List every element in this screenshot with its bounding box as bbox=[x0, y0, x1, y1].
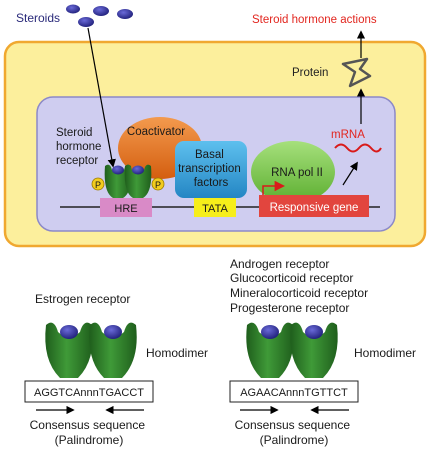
bound-ligand bbox=[60, 325, 78, 339]
receptor-subunit bbox=[290, 322, 338, 378]
receptor-subunit bbox=[124, 164, 152, 198]
receptor-label-line: hormone bbox=[56, 141, 101, 153]
right-receptor-line: Progesterone receptor bbox=[230, 301, 349, 315]
bound-ligand bbox=[104, 325, 122, 339]
right-homodimer bbox=[246, 322, 338, 378]
mrna-strand bbox=[334, 143, 382, 153]
receptor-label-line: Steroid bbox=[56, 127, 92, 139]
bound-ligand bbox=[132, 165, 144, 175]
tata-box bbox=[194, 198, 236, 217]
steroid-molecule bbox=[93, 6, 109, 16]
right-sequence-box bbox=[229, 380, 359, 403]
left-sequence-box bbox=[24, 380, 154, 403]
steroids-label: Steroids bbox=[16, 11, 60, 25]
receptor-subunit bbox=[45, 322, 93, 378]
hre-label: HRE bbox=[114, 203, 137, 215]
left-caption-line: (Palindrome) bbox=[55, 433, 124, 447]
phospho-label: P bbox=[155, 180, 161, 190]
receptor-label-line: receptor bbox=[56, 155, 98, 167]
right-homodimer-label: Homodimer bbox=[354, 346, 416, 360]
receptor-subunit bbox=[104, 164, 132, 198]
left-sequence: AGGTCAnnnTGACCT bbox=[34, 387, 144, 399]
rna-pol-ii bbox=[251, 141, 335, 203]
phospho-label: P bbox=[95, 180, 101, 190]
receptor-label: Steroid hormone receptor bbox=[56, 127, 105, 167]
left-caption-line: Consensus sequence bbox=[30, 418, 146, 432]
basal-label-line: transcription bbox=[178, 163, 241, 175]
bound-ligand bbox=[261, 325, 279, 339]
receptor-subunit bbox=[246, 322, 294, 378]
steroid-molecule bbox=[66, 4, 80, 14]
right-receptor-line: Androgen receptor bbox=[230, 257, 329, 271]
steroid-molecule bbox=[117, 9, 133, 19]
nuclear-receptor-dimer bbox=[104, 164, 152, 198]
receptor-subunit bbox=[89, 322, 137, 378]
mrna-label: mRNA bbox=[331, 129, 365, 141]
actions-label: Steroid hormone actions bbox=[252, 14, 377, 26]
basal-transcription-factors bbox=[175, 141, 247, 198]
phospho-badge bbox=[151, 177, 165, 191]
right-caption: Consensus sequence (Palindrome) bbox=[235, 418, 354, 447]
estrogen-receptor-label: Estrogen receptor bbox=[35, 292, 130, 306]
right-sequence: AGAACAnnnTGTTCT bbox=[240, 387, 348, 399]
left-homodimer bbox=[45, 322, 137, 378]
steroid-molecule bbox=[78, 17, 94, 27]
bound-ligand bbox=[112, 165, 124, 175]
responsive-gene-box bbox=[259, 195, 369, 217]
responsive-gene-label: Responsive gene bbox=[270, 202, 359, 214]
left-homodimer-label: Homodimer bbox=[146, 346, 208, 360]
mrna-arrow bbox=[342, 161, 358, 186]
coactivator-label: Coactivator bbox=[127, 126, 185, 138]
basal-label-line: factors bbox=[194, 177, 229, 189]
protein-label: Protein bbox=[292, 67, 328, 79]
left-caption: Consensus sequence (Palindrome) bbox=[30, 418, 149, 447]
hre-box bbox=[100, 198, 152, 217]
basal-label: Basal transcription factors bbox=[178, 149, 244, 189]
right-receptor-line: Glucocorticoid receptor bbox=[230, 271, 353, 285]
right-receptor-list: Androgen receptor Glucocorticoid recepto… bbox=[230, 257, 371, 315]
steroid-entry-arrow bbox=[87, 27, 116, 168]
tata-label: TATA bbox=[202, 203, 228, 215]
protein-icon bbox=[341, 57, 372, 88]
right-caption-line: (Palindrome) bbox=[260, 433, 329, 447]
phospho-badge bbox=[91, 177, 105, 191]
rna-pol-label: RNA pol II bbox=[271, 167, 323, 179]
right-caption-line: Consensus sequence bbox=[235, 418, 351, 432]
bound-ligand bbox=[305, 325, 323, 339]
transcription-start-arrow bbox=[262, 180, 286, 195]
basal-label-line: Basal bbox=[195, 149, 224, 161]
steroid-molecules bbox=[66, 4, 133, 27]
right-receptor-line: Mineralocorticoid receptor bbox=[230, 286, 368, 300]
